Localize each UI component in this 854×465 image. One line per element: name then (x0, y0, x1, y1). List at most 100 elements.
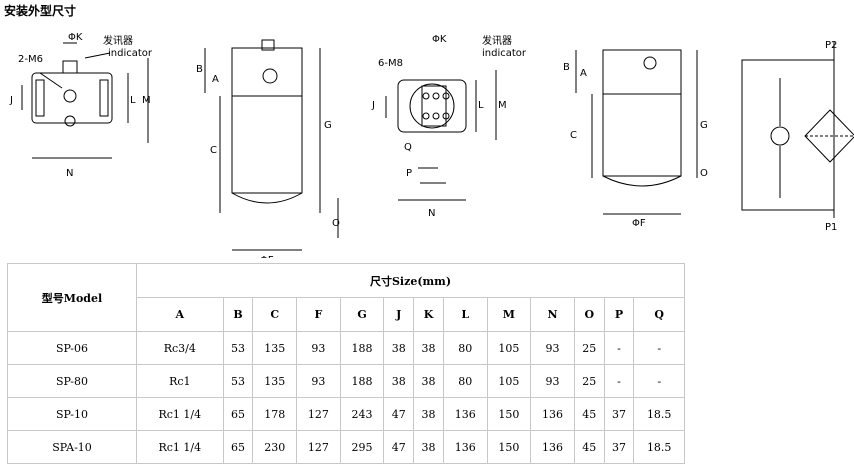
label-phik-1: ΦK (68, 32, 83, 43)
value-cell: 136 (442, 397, 488, 431)
value-cell: 136 (530, 430, 575, 464)
value-cell: 38 (413, 364, 444, 398)
value-cell: 135 (252, 364, 298, 398)
label-c-2: C (570, 130, 577, 141)
label-g-2: G (700, 120, 708, 131)
value-cell: 38 (383, 364, 415, 398)
label-o-1: O (332, 218, 340, 229)
side-view-2 (575, 49, 698, 215)
column-header-a: A (136, 297, 224, 332)
label-signal-1: 发讯器 (103, 34, 133, 47)
column-header-g: G (339, 297, 385, 332)
value-cell: Rc1 (136, 364, 224, 398)
column-header-n: N (530, 297, 575, 332)
label-m-2: M (498, 100, 507, 111)
label-a-1: A (212, 74, 219, 85)
value-cell: Rc1 1/4 (136, 430, 224, 464)
value-cell: 65 (222, 397, 254, 431)
label-b-2: B (563, 62, 570, 73)
value-cell: - (603, 364, 635, 398)
column-header-j: J (383, 297, 415, 332)
label-6-m8: 6-M8 (378, 58, 403, 69)
column-header-m: M (486, 297, 532, 332)
label-j-1: J (9, 95, 13, 106)
value-cell: 93 (530, 364, 575, 398)
dimension-drawings: 2-M6 ΦK 发讯器 indicator J L M N B A C G O … (9, 32, 854, 258)
value-cell: 53 (222, 331, 254, 365)
value-cell: 127 (296, 430, 341, 464)
column-header-q: Q (633, 297, 685, 332)
value-cell: 65 (222, 430, 254, 464)
value-cell: 150 (486, 397, 532, 431)
value-cell: 25 (573, 364, 605, 398)
value-cell: 105 (486, 364, 532, 398)
value-cell: 188 (339, 331, 385, 365)
label-b-1: B (196, 64, 203, 75)
value-cell: 38 (413, 397, 444, 431)
value-cell: 178 (252, 397, 298, 431)
value-cell: 45 (573, 430, 605, 464)
label-indicator-1: indicator (108, 48, 153, 59)
label-phik-2: ΦK (432, 34, 447, 45)
value-cell: 105 (486, 331, 532, 365)
side-view-1 (204, 39, 339, 251)
model-cell: SP-80 (7, 364, 137, 398)
label-j-2: J (371, 100, 375, 111)
column-header-c: C (252, 297, 298, 332)
model-header: 型号Model (7, 263, 137, 332)
label-l-2: L (478, 100, 484, 111)
value-cell: 136 (530, 397, 575, 431)
value-cell: 80 (442, 331, 488, 365)
model-cell: SPA-10 (7, 430, 137, 464)
label-p1: P1 (825, 222, 837, 233)
value-cell: 93 (296, 331, 341, 365)
column-header-k: K (413, 297, 444, 332)
value-cell: 38 (413, 430, 444, 464)
value-cell: 53 (222, 364, 254, 398)
column-header-f: F (296, 297, 341, 332)
page-title: 安装外型尺寸 (4, 4, 77, 18)
value-cell: 37 (603, 430, 635, 464)
top-view-1 (21, 42, 149, 159)
label-n-1: N (66, 168, 73, 179)
value-cell: 93 (530, 331, 575, 365)
value-cell: - (603, 331, 635, 365)
value-cell: - (633, 331, 685, 365)
top-view-2 (385, 70, 497, 201)
model-cell: SP-10 (7, 397, 137, 431)
label-o-2: O (700, 168, 708, 179)
label-m-1: M (142, 95, 151, 106)
value-cell: 150 (486, 430, 532, 464)
label-p-2: P (406, 168, 412, 179)
value-cell: Rc1 1/4 (136, 397, 224, 431)
value-cell: 37 (603, 397, 635, 431)
label-p2: P2 (825, 40, 837, 51)
value-cell: 127 (296, 397, 341, 431)
label-indicator-2: indicator (482, 48, 527, 59)
value-cell: 47 (383, 397, 415, 431)
label-q-2: Q (404, 142, 412, 153)
label-2-m6: 2-M6 (18, 54, 43, 65)
value-cell: 18.5 (633, 430, 685, 464)
value-cell: 38 (413, 331, 444, 365)
value-cell: 188 (339, 364, 385, 398)
model-cell: SP-06 (7, 331, 137, 365)
value-cell: 230 (252, 430, 298, 464)
value-cell: 45 (573, 397, 605, 431)
size-header: 尺寸Size(mm) (136, 263, 685, 298)
label-a-2: A (580, 68, 587, 79)
label-phif-2: ΦF (632, 218, 646, 229)
column-header-p: P (603, 297, 635, 332)
label-phif-1: ΦF (260, 255, 274, 258)
label-l-1: L (130, 95, 136, 106)
value-cell: - (633, 364, 685, 398)
value-cell: 135 (252, 331, 298, 365)
label-signal-2: 发讯器 (482, 34, 512, 47)
value-cell: 93 (296, 364, 341, 398)
